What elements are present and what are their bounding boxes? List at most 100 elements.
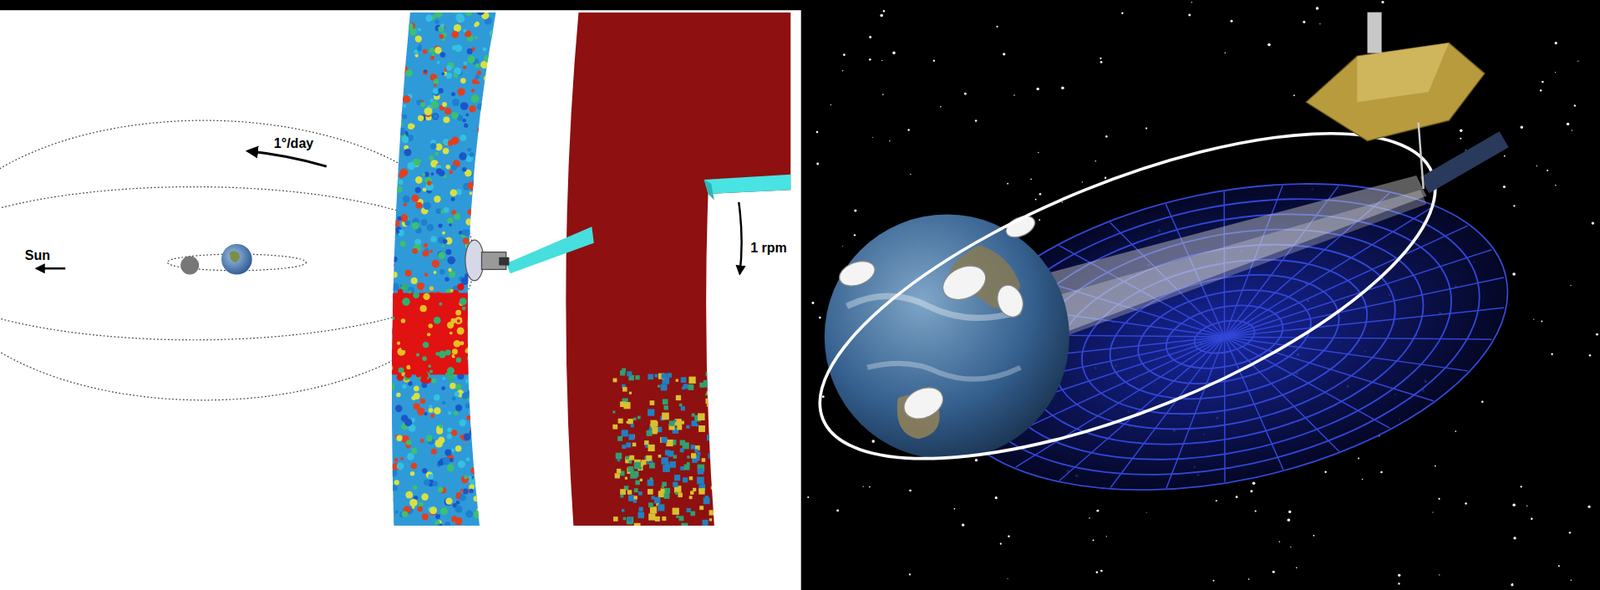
sky-speckle: [685, 425, 690, 429]
star: [1081, 181, 1083, 183]
sky-speckle: [391, 55, 396, 59]
star: [995, 25, 998, 28]
sky-speckle: [379, 48, 387, 56]
sky-speckle: [492, 215, 497, 220]
sky-speckle: [633, 417, 637, 422]
star: [830, 104, 832, 106]
sky-speckle: [380, 297, 385, 302]
star: [1459, 128, 1463, 133]
sky-speckle: [475, 167, 482, 173]
sky-speckle: [714, 420, 718, 424]
sky-speckle: [386, 40, 394, 49]
sky-speckle: [675, 379, 679, 382]
sky-speckle: [665, 487, 671, 493]
spacecraft-dish: [465, 239, 484, 281]
sky-speckle: [391, 263, 396, 267]
sky-speckle: [387, 233, 395, 240]
sky-speckle: [375, 490, 385, 499]
sky-speckle: [498, 516, 506, 524]
sky-speckle: [421, 513, 429, 520]
sky-speckle: [502, 45, 507, 51]
sky-speckle: [437, 460, 444, 467]
sky-speckle: [391, 316, 396, 320]
sky-speckle: [383, 338, 389, 344]
sky-speckle: [482, 131, 488, 138]
star: [868, 58, 872, 61]
sky-speckle: [434, 10, 442, 18]
sky-speckle: [712, 389, 720, 397]
sky-speckle: [627, 466, 634, 473]
star: [1530, 517, 1534, 520]
sky-speckle: [501, 195, 509, 204]
sky-speckle: [436, 167, 443, 175]
sky-speckle: [503, 128, 510, 135]
sky-speckle: [387, 223, 392, 227]
sky-speckle: [721, 372, 725, 376]
sky-speckle: [437, 486, 444, 493]
sky-speckle: [429, 98, 434, 103]
sky-speckle: [489, 401, 495, 407]
sky-speckle: [492, 298, 498, 304]
sky-speckle: [432, 113, 438, 119]
sky-speckle: [493, 482, 498, 488]
sky-speckle: [673, 454, 677, 458]
star: [1061, 86, 1064, 89]
sky-speckle: [472, 432, 479, 440]
sky-speckle: [388, 25, 397, 33]
star: [1558, 564, 1560, 567]
sky-speckle: [387, 10, 392, 15]
sky-speckle: [404, 220, 411, 227]
sky-speckle: [482, 227, 491, 235]
sky-speckle: [378, 96, 386, 104]
sky-speckle: [423, 411, 427, 416]
sky-speckle: [377, 182, 381, 187]
star: [995, 496, 998, 499]
sky-speckle: [412, 485, 417, 490]
star: [1035, 198, 1037, 201]
sky-speckle: [393, 177, 397, 181]
sky-speckle: [482, 294, 490, 302]
sky-speckle: [413, 392, 421, 400]
sky-speckle: [398, 179, 404, 185]
sky-speckle: [430, 235, 437, 243]
sky-speckle: [482, 515, 488, 520]
sky-speckle: [691, 413, 696, 417]
sky-speckle: [615, 452, 622, 459]
sky-speckle: [473, 23, 478, 28]
sky-speckle: [706, 398, 712, 405]
sky-speckle: [624, 477, 628, 480]
sky-speckle: [429, 249, 433, 254]
star: [1191, 1, 1193, 3]
sky-speckle: [445, 349, 452, 356]
sky-speckle: [441, 376, 446, 381]
sky-speckle: [382, 448, 391, 457]
sky-speckle: [462, 118, 467, 123]
star: [1013, 94, 1016, 97]
sky-speckle: [478, 289, 486, 297]
sky-speckle: [703, 380, 712, 388]
sky-speckle: [505, 447, 510, 453]
sky-speckle: [472, 296, 481, 305]
sky-speckle: [481, 406, 489, 415]
sky-speckle: [479, 419, 487, 427]
sky-speckle: [482, 480, 487, 485]
sky-speckle: [690, 490, 694, 494]
sky-speckle: [505, 400, 513, 407]
sky-speckle: [433, 78, 440, 85]
sky-speckle: [441, 336, 447, 341]
star: [1100, 569, 1103, 573]
sky-speckle: [460, 77, 467, 84]
sky-speckle: [423, 479, 431, 487]
sky-speckle: [396, 435, 402, 442]
sky-speckle: [458, 152, 467, 160]
sky-speckle: [718, 515, 724, 521]
sky-speckle: [491, 322, 498, 329]
sky-speckle: [484, 137, 488, 142]
sky-speckle: [457, 319, 461, 323]
sky-speckle: [650, 460, 654, 463]
sky-speckle: [503, 286, 511, 294]
sky-speckle: [442, 238, 448, 244]
star: [836, 508, 839, 512]
sky-speckle: [715, 482, 721, 488]
